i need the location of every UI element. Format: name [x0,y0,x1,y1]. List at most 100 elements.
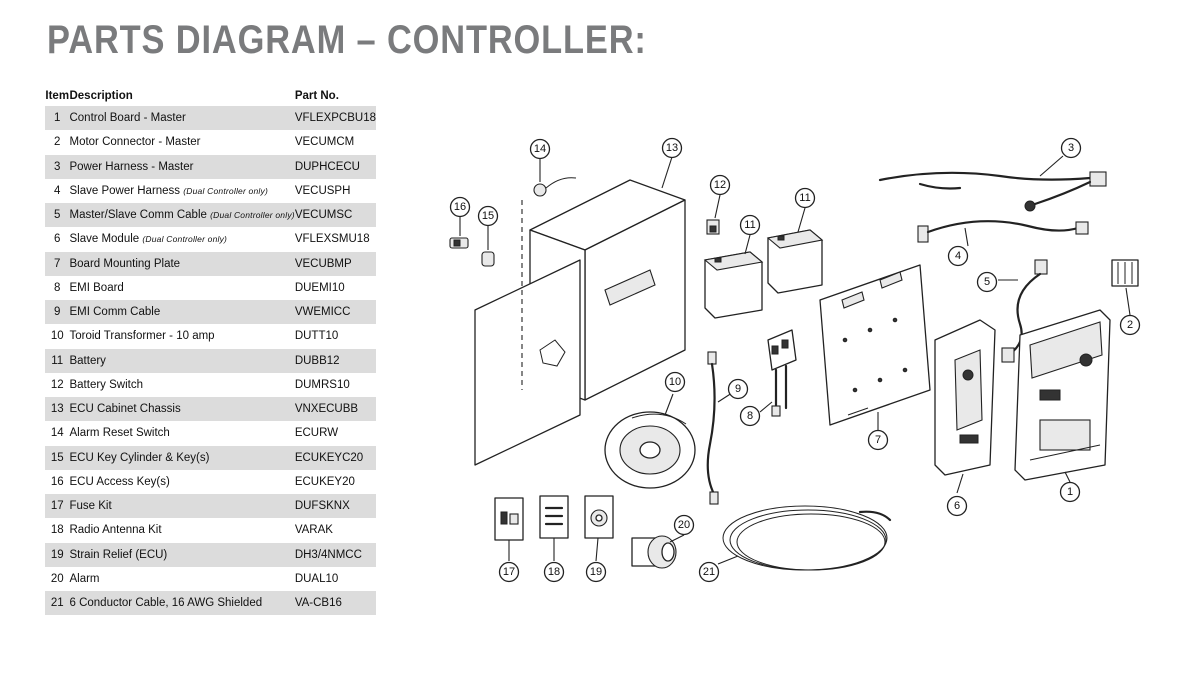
part-number-cell: VWEMICC [294,300,376,325]
callout-10-label: 10 [669,376,681,388]
description-text: Fuse Kit [69,500,112,513]
callout-12: 12 [709,174,731,196]
description-cell: Slave Power Harness (Dual Controller onl… [69,178,295,203]
callout-2: 2 [1119,314,1141,336]
power-harness-part [878,171,1107,212]
callout-16: 16 [449,196,471,218]
callout-1-label: 1 [1067,486,1073,498]
item-number-cell: 20 [45,566,70,591]
alarm-part [631,535,677,569]
item-number-cell: 19 [45,542,70,567]
battery-part-1 [703,251,764,319]
description-note: (Dual Controller only) [183,185,268,196]
description-cell: Battery Switch [69,372,295,397]
key-cylinder-part [481,251,495,267]
cabinet-chassis-part [474,179,686,466]
part-number-cell: DUBB12 [294,348,376,373]
item-number-cell: 6 [45,227,70,252]
callout-14-label: 14 [534,143,546,155]
battery-part-2 [766,229,824,294]
callout-2-label: 2 [1127,319,1133,331]
description-cell: Alarm [69,566,295,591]
callout-14: 14 [529,138,551,160]
board-mounting-plate-part [819,264,931,426]
slave-power-harness-part [917,220,1089,243]
part-number-cell: DUFSKNX [294,494,376,519]
part-number-cell: DUMRS10 [294,372,376,397]
description-cell: EMI Board [69,275,295,300]
part-number-cell: VECUMSC [294,203,376,228]
description-text: Alarm Reset Switch [69,427,170,440]
description-text: EMI Board [69,281,124,294]
callout-18-label: 18 [548,566,560,578]
item-number-cell: 14 [45,421,70,446]
column-header-description: Description [69,90,133,102]
part-number-cell: DUPHCECU [294,154,376,179]
part-number-cell: VECUMCM [294,130,376,155]
callout-11-left: 11 [739,214,761,236]
description-text: Power Harness - Master [69,160,194,173]
battery-switch-part [706,219,720,235]
description-text: Strain Relief (ECU) [69,548,168,561]
description-cell: Power Harness - Master [69,154,295,179]
description-text: Radio Antenna Kit [69,524,162,537]
item-number-cell: 4 [45,178,70,203]
callout-9-label: 9 [735,383,741,395]
item-number-cell: 15 [45,445,70,470]
part-number-cell: VNXECUBB [294,397,376,422]
part-number-cell: ECUKEY20 [294,469,376,494]
item-number-cell: 18 [45,518,70,543]
callout-3-label: 3 [1068,142,1074,154]
description-cell: ECU Access Key(s) [69,469,295,494]
callout-10: 10 [664,371,686,393]
callout-1: 1 [1059,481,1081,503]
six-conductor-cable-part [722,505,892,571]
description-text: Board Mounting Plate [69,257,181,270]
description-text: 6 Conductor Cable, 16 AWG Shielded [69,597,263,610]
item-number-cell: 10 [45,324,70,349]
part-number-cell: VA-CB16 [294,591,376,616]
radio-antenna-kit-part [539,495,569,539]
item-number-cell: 2 [45,130,70,155]
emi-board-part [767,329,797,417]
description-note: (Dual Controller only) [142,234,228,245]
callout-9: 9 [727,378,749,400]
callout-21-label: 21 [703,566,715,578]
control-board-part [1014,309,1111,481]
description-cell: Control Board - Master [69,106,295,131]
callout-4: 4 [947,245,969,267]
callout-7: 7 [867,429,889,451]
description-text: Motor Connector - Master [69,136,201,149]
callout-19-label: 19 [590,566,602,578]
callout-17-label: 17 [503,566,515,578]
part-number-cell: VECUBMP [294,251,376,276]
description-cell: Master/Slave Comm Cable (Dual Controller… [69,203,295,228]
item-number-cell: 8 [45,275,70,300]
callout-5: 5 [976,271,998,293]
callout-15: 15 [477,205,499,227]
description-cell: ECU Cabinet Chassis [69,397,295,422]
part-number-cell: DUEMI10 [294,275,376,300]
callout-11-left-label: 11 [744,219,755,231]
item-number-cell: 13 [45,397,70,422]
slave-module-part [934,319,996,476]
controller-exploded-diagram: 1 2 3 4 5 6 7 8 9 10 11 11 12 13 14 15 1… [449,137,1141,583]
access-key-part [449,237,469,249]
item-number-cell: 21 [45,591,70,616]
item-number-cell: 16 [45,469,70,494]
callout-7-label: 7 [875,434,881,446]
description-cell: 6 Conductor Cable, 16 AWG Shielded [69,591,295,616]
item-number-cell: 5 [45,203,70,228]
description-text: Master/Slave Comm Cable [69,209,207,222]
